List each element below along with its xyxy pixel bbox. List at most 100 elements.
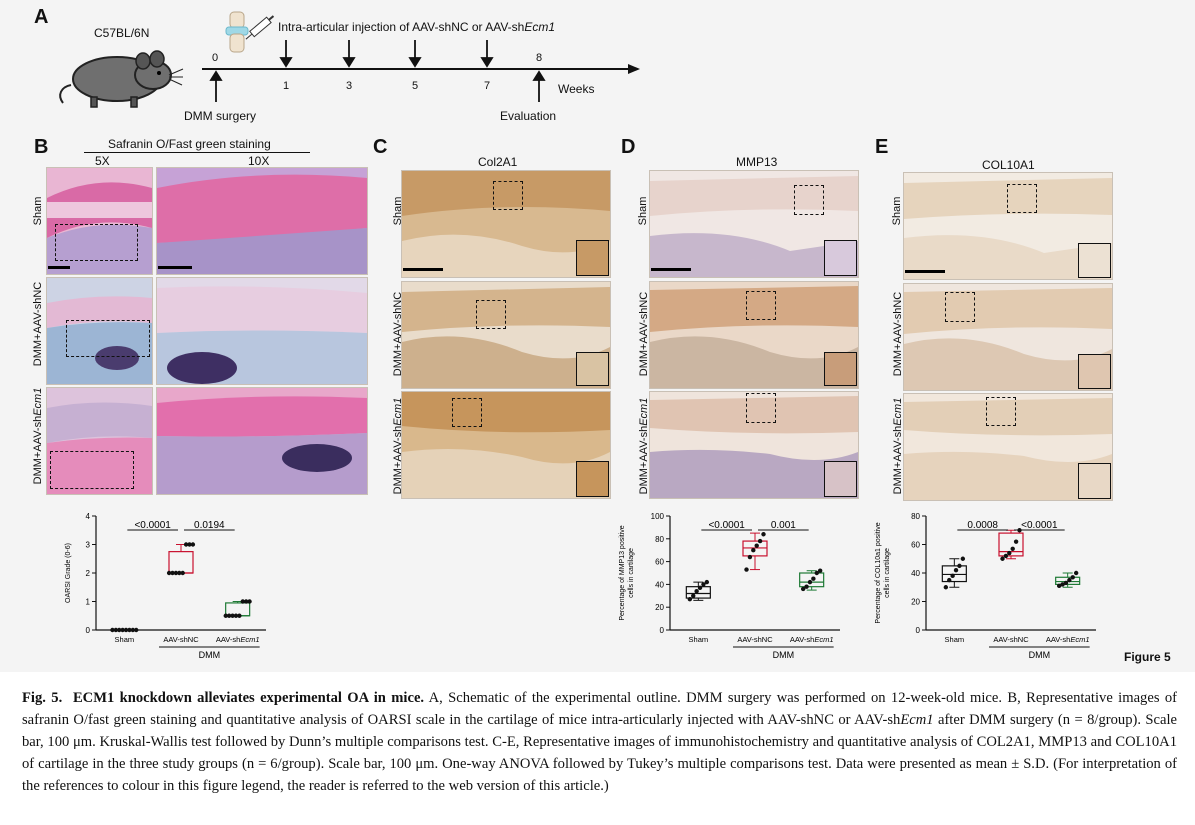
x-category-label: AAV-shNC <box>993 635 1029 644</box>
x-category-label: Sham <box>945 635 965 644</box>
timeline-axis <box>202 40 640 102</box>
data-point <box>817 568 823 573</box>
e-shnc-inset <box>1078 354 1111 389</box>
x-category-gene: Ecm1 <box>240 635 259 644</box>
data-point <box>120 627 125 633</box>
data-point <box>1070 575 1075 580</box>
d-shnc-image <box>649 281 859 389</box>
x-category-label: AAV-shEcm1 <box>790 635 834 644</box>
panel-a-letter: A <box>34 6 49 28</box>
tick-week-8: 8 <box>536 52 543 64</box>
c-scale-bar <box>403 268 443 271</box>
data-point <box>240 599 245 604</box>
data-point <box>960 556 966 561</box>
y-tick-label: 60 <box>655 558 664 567</box>
data-point <box>957 563 962 569</box>
data-point <box>757 538 763 544</box>
mag-5x-label: 5X <box>95 154 110 168</box>
data-point <box>953 567 959 573</box>
c-shnc-zoom-box <box>476 300 506 329</box>
data-point <box>237 613 242 618</box>
data-point <box>190 542 196 547</box>
y-axis-label-line: cells in cartilage <box>628 548 635 598</box>
data-point <box>166 570 172 576</box>
row-label-sham-e: Sham <box>891 196 903 226</box>
b-shecm1-zoom-box <box>50 451 134 489</box>
dmm-group-label: DMM <box>1029 650 1051 660</box>
dmm-surgery-label: DMM surgery <box>184 109 257 123</box>
caption-gene: Ecm1 <box>900 712 934 728</box>
injection-prefix: Intra-articular injection of AAV-shNC or… <box>278 20 525 34</box>
data-point <box>183 542 189 547</box>
stain-title-rule <box>84 152 310 153</box>
e-sham-inset <box>1078 243 1111 278</box>
b-scale-bar-10x <box>158 266 192 269</box>
c-sham-image <box>401 170 611 278</box>
row-label-sham-d: Sham <box>637 196 649 226</box>
e-sham-zoom-box <box>1007 184 1037 213</box>
data-point <box>1073 570 1079 576</box>
d-sham-image <box>649 170 859 278</box>
data-point <box>747 554 753 560</box>
col10a1-title: COL10A1 <box>982 158 1035 172</box>
data-point <box>751 548 756 553</box>
c-shnc-inset <box>576 352 609 386</box>
data-point <box>1056 583 1062 589</box>
figure-number-label: Figure 5 <box>1124 650 1171 664</box>
y-axis-label-line: Percentage of MMP13 positive <box>619 525 626 620</box>
data-point <box>134 627 139 633</box>
data-point <box>230 613 235 618</box>
data-point <box>113 627 119 633</box>
caption-fig-number: Fig. 5. <box>22 690 63 706</box>
data-point <box>130 627 136 633</box>
mag-10x-label: 10X <box>248 154 270 168</box>
data-point <box>177 570 182 576</box>
data-point <box>1010 546 1015 551</box>
y-tick-label: 20 <box>911 598 920 607</box>
mouse-illustration <box>59 50 184 108</box>
row-label-sham-b: Sham <box>32 196 44 226</box>
row-label-shecm1-b: DMM+AAV-shEcm1 <box>32 372 44 500</box>
data-point <box>117 627 122 633</box>
x-category-label: AAV-shNC <box>163 635 199 644</box>
x-category-gene: Ecm1 <box>814 635 833 644</box>
b-shecm1-10x-image <box>156 387 368 495</box>
p-value-label: <0.0001 <box>134 520 171 531</box>
data-point <box>170 570 175 576</box>
y-axis-label-line: Percentage of COL10a1 positive <box>875 522 882 623</box>
box-iqr <box>799 572 825 588</box>
data-point <box>807 579 813 585</box>
data-point <box>1000 556 1005 561</box>
weeks-unit-label: Weeks <box>558 82 595 96</box>
row-label-prefix: DMM+AAV-sh <box>32 415 44 485</box>
tick-week-5: 5 <box>412 80 419 92</box>
data-point <box>691 593 696 598</box>
mouse-strain-label: C57BL/6N <box>94 26 150 40</box>
mmp13-title: MMP13 <box>736 155 778 169</box>
data-point <box>754 543 759 548</box>
y-axis-label: OARSI Grade (0-6) <box>65 543 72 603</box>
c-shecm1-image <box>401 391 611 499</box>
y-tick-label: 0 <box>660 626 665 635</box>
data-point <box>697 585 703 591</box>
d-shecm1-image <box>649 391 859 499</box>
data-point <box>744 567 749 572</box>
row-label-gene: Ecm1 <box>32 387 44 416</box>
b-shnc-zoom-box <box>66 320 150 357</box>
tick-week-7: 7 <box>484 80 491 92</box>
p-value-label: 0.0008 <box>967 520 998 531</box>
figure-5: A C57BL/6N Intra-articular injection of … <box>0 0 1195 672</box>
data-point <box>123 627 129 633</box>
d-sham-inset <box>824 240 857 276</box>
panel-c-letter: C <box>373 136 388 158</box>
data-point <box>173 570 179 576</box>
e-shnc-image <box>903 283 1113 391</box>
data-point <box>233 613 239 618</box>
p-value-label: 0.0194 <box>194 520 225 531</box>
p-value-label: <0.0001 <box>708 520 745 531</box>
data-point <box>687 597 693 602</box>
x-category-label: Sham <box>689 635 709 644</box>
y-tick-label: 3 <box>86 541 91 550</box>
